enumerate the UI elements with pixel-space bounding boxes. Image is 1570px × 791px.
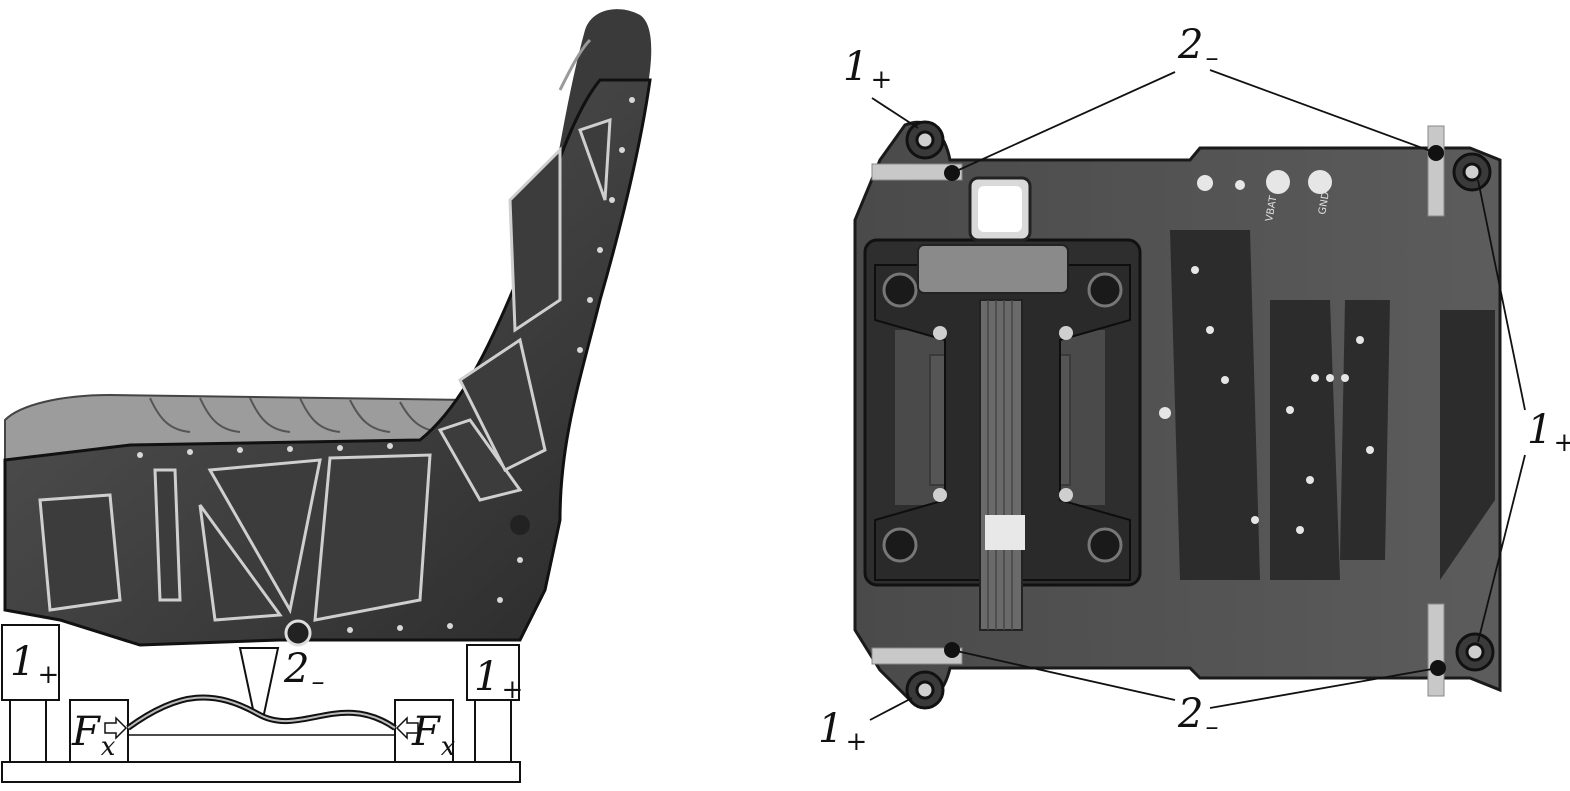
label-right: 1+ — [1527, 407, 1570, 458]
label-top-center: 2– — [1177, 22, 1218, 73]
indenter-label: 2– — [283, 646, 324, 697]
pcb-text-vbat: VBAT — [1264, 194, 1279, 222]
pcb-photo: VBAT GND — [853, 120, 1502, 710]
force-arrow-right — [395, 716, 419, 740]
leader-lines — [869, 69, 1526, 721]
pcb-text-gnd: GND — [1317, 191, 1332, 216]
seat-photo — [3, 9, 652, 647]
ribbon-cable — [979, 299, 1023, 631]
base-plate — [1, 761, 521, 783]
label-bottom-left: 1+ — [818, 706, 867, 757]
force-label-left: Fx — [71, 709, 116, 762]
force-label-right: Fx — [411, 709, 456, 762]
electrode-strip-top-right — [1427, 125, 1445, 217]
label-bottom-center: 2– — [1177, 691, 1218, 742]
indenter — [238, 647, 280, 715]
support-label-right: 1+ — [474, 654, 523, 705]
support-label-left: 1+ — [10, 639, 59, 690]
support-block-right — [466, 644, 520, 763]
support-block-left — [1, 624, 60, 763]
electrode-strip-bottom-left — [871, 647, 963, 665]
electrode-strip-top-left — [871, 163, 963, 181]
specimen-strip — [126, 694, 397, 736]
force-arrow-left — [104, 716, 128, 740]
electrode-strip-bottom-right — [1427, 603, 1445, 697]
label-top-left: 1+ — [843, 44, 892, 95]
